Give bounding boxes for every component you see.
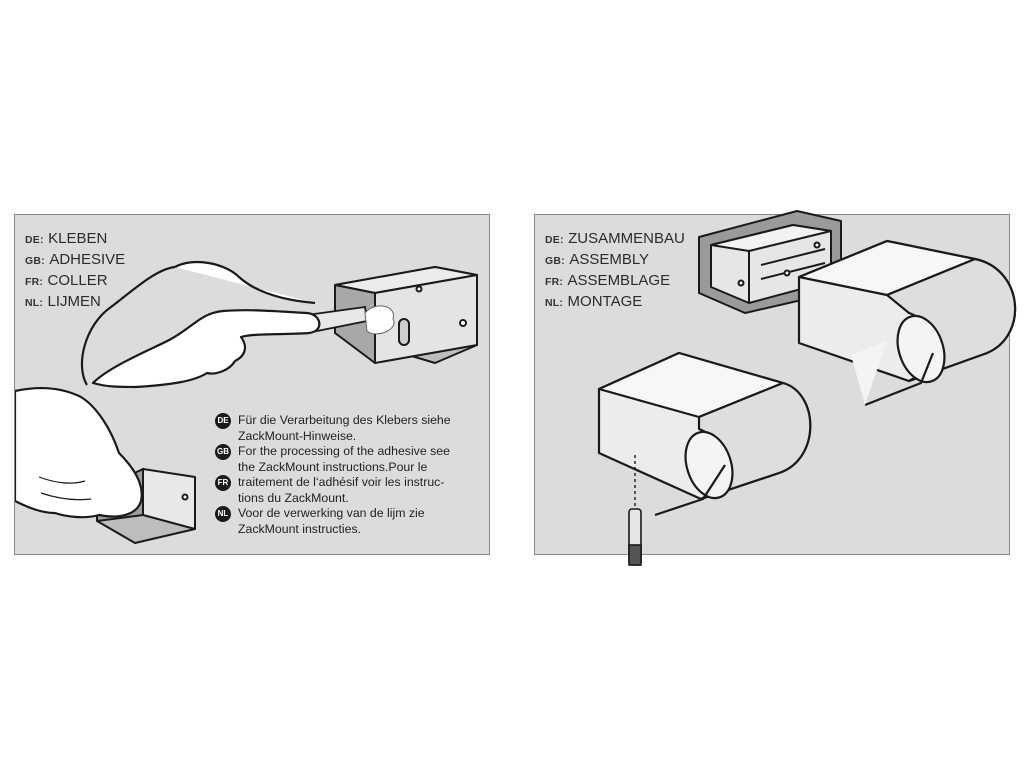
note-line: the ZackMount instructions.Pour le xyxy=(238,459,428,474)
assembly-illustration xyxy=(597,210,1017,566)
heading-text: ZUSAMMENBAU xyxy=(568,230,685,247)
upper-hand xyxy=(91,260,321,389)
adhesive-illustration xyxy=(15,260,478,544)
adhesive-heading: DE: KLEBEN GB: ADHESIVE FR: COLLER NL: L… xyxy=(25,229,125,313)
lower-hand-crease xyxy=(38,476,92,501)
badge-de: DE xyxy=(215,413,231,429)
heading-text: ASSEMBLAGE xyxy=(567,272,671,289)
assembly-panel: DE: ZUSAMMENBAU GB: ASSEMBLY FR: ASSEMBL… xyxy=(534,210,1017,566)
note-gb: GB For the processing of the adhesive se… xyxy=(215,444,485,475)
note-line: Für die Verarbeitung des Klebers siehe xyxy=(238,413,451,427)
note-line: ZackMount instructies. xyxy=(238,521,362,536)
cabinet-loose xyxy=(597,351,812,517)
heading-text: KLEBEN xyxy=(48,230,108,247)
lang-code: NL: xyxy=(25,297,44,309)
heading-row-fr: FR: COLLER xyxy=(25,271,125,292)
heading-text: LIJMEN xyxy=(47,293,101,310)
heading-row-de: DE: KLEBEN xyxy=(25,229,125,250)
lang-code: NL: xyxy=(545,297,564,309)
adhesive-notes: DE Für die Verarbeitung des Klebers sieh… xyxy=(215,413,485,537)
note-de: DE Für die Verarbeitung des Klebers sieh… xyxy=(215,413,485,444)
note-line: tions du ZackMount. xyxy=(238,490,349,505)
heading-text: MONTAGE xyxy=(567,293,643,310)
adhesive-panel: DE: KLEBEN GB: ADHESIVE FR: COLLER NL: L… xyxy=(14,214,490,555)
assembly-heading: DE: ZUSAMMENBAU GB: ASSEMBLY FR: ASSEMBL… xyxy=(545,229,685,313)
mount-bracket-upper xyxy=(334,266,478,364)
badge-gb: GB xyxy=(215,444,231,460)
badge-nl: NL xyxy=(215,506,231,522)
heading-row-gb: GB: ADHESIVE xyxy=(25,250,125,271)
cabinet-mounted xyxy=(797,239,1017,407)
heading-row-de: DE: ZUSAMMENBAU xyxy=(545,229,685,250)
heading-row-gb: GB: ASSEMBLY xyxy=(545,250,685,271)
lang-code: GB: xyxy=(545,255,565,267)
note-fr: FR traitement de l‘adhésif voir les inst… xyxy=(215,475,485,506)
heading-row-nl: NL: LIJMEN xyxy=(25,292,125,313)
note-line: traitement de l‘adhésif voir les instruc… xyxy=(238,475,445,489)
badge-fr: FR xyxy=(215,475,231,491)
heading-text: ASSEMBLY xyxy=(569,251,650,268)
heading-row-nl: NL: MONTAGE xyxy=(545,292,685,313)
threaded-pin xyxy=(628,508,642,566)
spatula xyxy=(306,305,395,335)
heading-text: ADHESIVE xyxy=(49,251,126,268)
lang-code: DE: xyxy=(25,234,44,246)
heading-text: COLLER xyxy=(47,272,108,289)
lang-code: FR: xyxy=(25,276,44,288)
note-line: ZackMount-Hinweise. xyxy=(238,428,357,443)
heading-row-fr: FR: ASSEMBLAGE xyxy=(545,271,685,292)
lang-code: DE: xyxy=(545,234,564,246)
upper-hand-shadow xyxy=(80,265,176,386)
note-line: Voor de verwerking van de lijm zie xyxy=(238,506,425,520)
cabinet-mounted-shadow xyxy=(851,341,887,405)
note-line: For the processing of the adhesive see xyxy=(238,444,450,458)
lang-code: GB: xyxy=(25,255,45,267)
note-nl: NL Voor de verwerking van de lijm zie Za… xyxy=(215,506,485,537)
lower-hand xyxy=(15,387,143,519)
lang-code: FR: xyxy=(545,276,564,288)
